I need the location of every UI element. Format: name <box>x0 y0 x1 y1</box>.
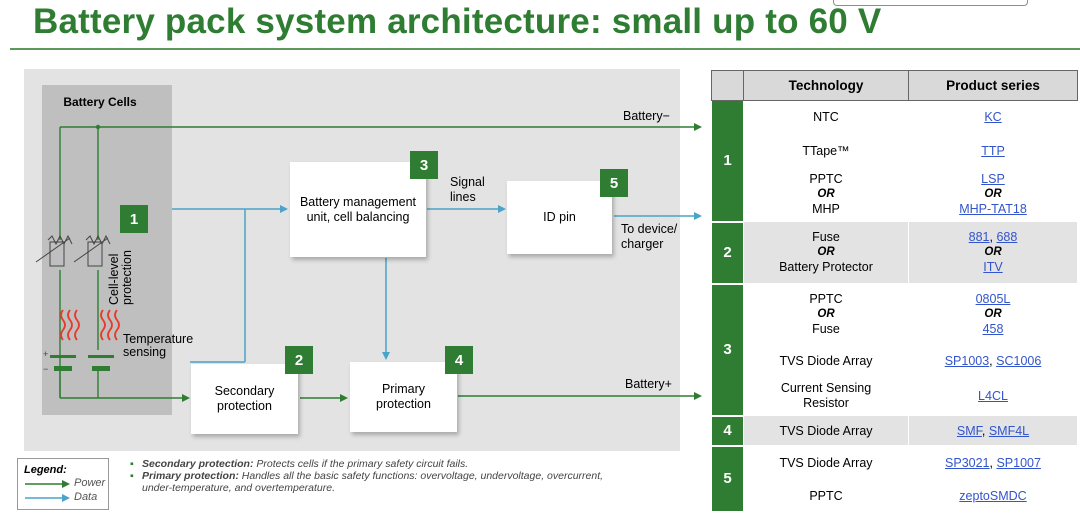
series-link-sp3021[interactable]: SP3021 <box>945 455 990 470</box>
note-primary: ▪Primary protection: Handles all the bas… <box>130 470 604 494</box>
tech-cell: Fuse OR Battery Protector <box>743 221 909 284</box>
series-link-0805l[interactable]: 0805L <box>975 292 1011 306</box>
svg-text:+: + <box>43 349 48 359</box>
svg-text:−: − <box>43 364 48 374</box>
marker-1: 1 <box>120 205 148 233</box>
tech-cell: PPTC <box>743 479 909 512</box>
heat-icon <box>60 309 120 341</box>
legend-title: Legend: <box>24 464 67 476</box>
to-device-label: To device/ charger <box>621 222 678 251</box>
series-link-688[interactable]: 688 <box>996 230 1018 244</box>
page-title: Battery pack system architecture: small … <box>33 2 882 41</box>
series-link-zeptosmdc[interactable]: zeptoSMDC <box>959 488 1027 503</box>
tech-cell: TTape™ <box>743 133 909 168</box>
data-lines <box>172 205 702 363</box>
battery-plus-line <box>60 392 702 402</box>
temperature-sensing-label: Temperature sensing <box>123 332 194 359</box>
legend: Legend: <box>17 458 109 510</box>
table-header-row: Technology Product series <box>711 70 1078 101</box>
series-link-mhp-tat18[interactable]: MHP-TAT18 <box>959 202 1027 216</box>
group-5-index: 5 <box>711 445 744 513</box>
signal-lines-label: Signal lines <box>450 175 485 204</box>
battery-minus-label: Battery− <box>623 109 670 123</box>
group-2-index: 2 <box>711 221 744 285</box>
table-row: PPTC OR MHP LSP OR MHP-TAT18 <box>712 167 1078 222</box>
table-row: 5 TVS Diode Array SP3021, SP1007 <box>711 445 1078 513</box>
marker-3: 3 <box>410 151 438 179</box>
series-link-itv[interactable]: ITV <box>983 260 1003 274</box>
tech-cell: TVS Diode Array <box>743 345 909 376</box>
battery-plus-label: Battery+ <box>625 377 672 391</box>
table-row: Current Sensing Resistor L4CL <box>712 375 1078 416</box>
table-row: TTape™ TTP <box>712 133 1078 168</box>
bmu-label: Battery management unit, cell balancing <box>299 194 417 224</box>
table-row: 4 TVS Diode Array SMF, SMF4L <box>711 415 1078 447</box>
table-row: 3 PPTC OR Fuse 0805L OR 458 <box>711 283 1078 417</box>
battery-cells-title: Battery Cells <box>63 95 137 109</box>
bmu-box: Battery management unit, cell balancing <box>290 162 426 257</box>
legend-power-label: Power <box>74 477 106 489</box>
series-link-sp1007[interactable]: SP1007 <box>996 455 1041 470</box>
legend-data-label: Data <box>74 491 98 503</box>
tech-cell: TVS Diode Array <box>743 415 909 446</box>
battery-minus-line <box>60 123 702 131</box>
tech-cell: PPTC OR Fuse <box>743 283 909 346</box>
series-link-sp1003[interactable]: SP1003 <box>944 353 990 368</box>
series-cell: LSP OR MHP-TAT18 <box>908 167 1078 222</box>
id-pin-box: ID pin <box>507 181 612 254</box>
notes: ▪Secondary protection: Protects cells if… <box>130 458 620 494</box>
series-link-881[interactable]: 881 <box>968 230 990 244</box>
table-row: TVS Diode Array SP1003, SC1006 <box>712 345 1078 376</box>
note-secondary: ▪Secondary protection: Protects cells if… <box>130 458 469 470</box>
series-link-lsp[interactable]: LSP <box>981 172 1005 186</box>
tech-cell: Current Sensing Resistor <box>743 375 909 416</box>
header-index <box>711 70 744 101</box>
series-link-ttp[interactable]: TTP <box>981 143 1005 158</box>
tech-cell: PPTC OR MHP <box>743 167 909 222</box>
primary-protection-label: Primary protection <box>376 382 431 411</box>
series-link-kc[interactable]: KC <box>984 110 1002 124</box>
group-4-index: 4 <box>711 415 744 447</box>
corner-decoration <box>833 0 1028 6</box>
battery-cell-symbols <box>50 355 114 371</box>
tech-cell: NTC <box>743 100 909 134</box>
group-1-index: 1 <box>711 100 744 223</box>
marker-2: 2 <box>285 346 313 374</box>
cell-polarity: + − <box>43 349 48 374</box>
series-cell: 881, 688 OR ITV <box>908 221 1078 284</box>
title-divider <box>10 48 1080 50</box>
table-row: PPTC zeptoSMDC <box>712 479 1078 512</box>
primary-protection-box: Primary protection <box>350 362 457 432</box>
cell-level-protection-label: Cell-level protection <box>107 250 134 305</box>
table-row: 1 NTC KC <box>711 100 1078 223</box>
header-product-series: Product series <box>908 70 1078 101</box>
table-row: 2 Fuse OR Battery Protector 881, 688 OR … <box>711 221 1078 285</box>
tech-cell: TVS Diode Array <box>743 445 909 480</box>
product-table: Technology Product series 1 NTC KC TTape… <box>711 70 1078 513</box>
series-cell: 0805L OR 458 <box>908 283 1078 346</box>
marker-5: 5 <box>600 169 628 197</box>
secondary-protection-label: Secondary protection <box>214 384 275 413</box>
secondary-protection-box: Secondary protection <box>191 364 298 434</box>
series-link-458[interactable]: 458 <box>982 322 1004 336</box>
id-pin-label: ID pin <box>543 210 576 224</box>
marker-4: 4 <box>445 346 473 374</box>
header-technology: Technology <box>743 70 909 101</box>
series-link-smf[interactable]: SMF <box>956 423 982 438</box>
cell-protection-resistors <box>35 234 111 267</box>
series-link-sc1006[interactable]: SC1006 <box>996 353 1042 368</box>
series-link-l4cl[interactable]: L4CL <box>978 388 1008 403</box>
series-link-smf4l[interactable]: SMF4L <box>988 423 1030 438</box>
group-3-index: 3 <box>711 283 744 417</box>
